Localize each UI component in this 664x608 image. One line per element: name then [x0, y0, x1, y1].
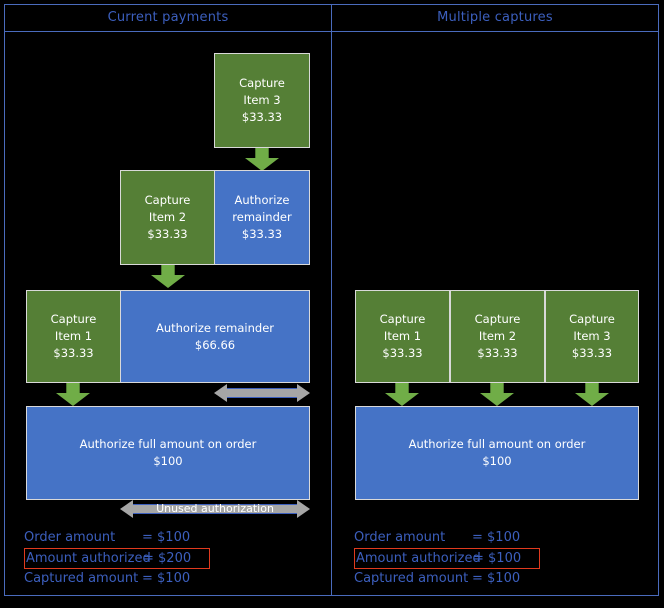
- arrow-left-icon: [120, 500, 133, 518]
- box-line: $33.33: [147, 227, 188, 241]
- box-line: Item 2: [478, 329, 517, 343]
- box-line: $66.66: [194, 337, 236, 352]
- box-line: remainder: [232, 210, 292, 224]
- box-line: Capture: [474, 312, 521, 326]
- box-line: Item 1: [54, 329, 93, 343]
- legend-row-captured-amount: Captured amount= $100: [24, 569, 264, 589]
- arrow-down-icon: [55, 383, 91, 407]
- arrow-down-icon: [479, 383, 515, 407]
- box-line: $100: [482, 454, 512, 468]
- legend-value: = $200: [143, 551, 192, 566]
- legend-value: = $100: [472, 530, 521, 545]
- panel-title-current-payments: Current payments: [107, 10, 229, 25]
- legend-value: = $100: [142, 571, 191, 586]
- box-line: Capture: [569, 312, 615, 326]
- arrow-right-icon: [297, 384, 310, 402]
- arrow-down-icon: [150, 265, 186, 289]
- right-box-authorize-full-amount: Authorize full amount on order $100: [355, 406, 639, 500]
- box-line: Authorize full amount on order: [79, 437, 257, 451]
- box-line: $33.33: [382, 346, 423, 360]
- arrow-bar: [227, 388, 297, 398]
- legend-label: Amount authorized: [26, 551, 151, 566]
- legend-label: Order amount: [24, 530, 116, 545]
- legend-value: = $100: [142, 530, 191, 545]
- legend-row-order-amount: Order amount = $100: [24, 528, 264, 548]
- legend-row-captured-amount: Captured amount= $100: [354, 569, 594, 589]
- legend-label: Captured amount: [24, 571, 139, 586]
- right-box-capture-item-1: Capture Item 1 $33.33: [355, 290, 450, 383]
- left-summary-legend: Order amount = $100 Amount authorized= $2…: [24, 528, 264, 589]
- unused-authorization-arrow-top: [214, 384, 310, 402]
- arrow-down-icon: [384, 383, 420, 407]
- box-line: Authorize: [234, 193, 290, 207]
- arrow-left-icon: [214, 384, 227, 402]
- arrow-down-icon: [574, 383, 610, 407]
- panel-title-multiple-captures: Multiple captures: [437, 10, 553, 25]
- box-line: $33.33: [477, 346, 518, 360]
- box-line: Capture: [50, 312, 97, 326]
- arrow-down-icon: [244, 148, 280, 172]
- right-summary-legend: Order amount= $100 Amount authorized= $1…: [354, 528, 594, 589]
- left-box-capture-item-2: Capture Item 2 $33.33: [120, 170, 215, 265]
- legend-value: = $100: [473, 551, 522, 566]
- box-line: $33.33: [571, 346, 613, 360]
- panel-divider: [331, 4, 332, 596]
- box-line: Item 1: [383, 329, 422, 343]
- box-line: $100: [153, 454, 183, 468]
- unused-authorization-label: Unused authorization: [156, 502, 274, 515]
- legend-row-amount-authorized: Amount authorized= $100: [354, 548, 540, 569]
- box-line: $33.33: [53, 346, 94, 360]
- legend-row-amount-authorized: Amount authorized= $200: [24, 548, 210, 569]
- box-line: Capture: [239, 76, 285, 90]
- arrow-right-icon: [297, 500, 310, 518]
- legend-label: Captured amount: [354, 571, 469, 586]
- left-box-authorize-remainder-33: Authorize remainder $33.33: [214, 170, 310, 265]
- arrow-bar: Unused authorization: [133, 502, 297, 515]
- left-box-capture-item-1: Capture Item 1 $33.33: [26, 290, 121, 383]
- box-line: Authorize remainder: [155, 320, 275, 335]
- legend-label: Order amount: [354, 530, 446, 545]
- box-line: Item 3: [243, 93, 281, 107]
- unused-authorization-arrow: Unused authorization: [120, 500, 310, 518]
- legend-label: Amount authorized: [356, 551, 481, 566]
- legend-value: = $100: [472, 571, 521, 586]
- legend-row-order-amount: Order amount = $100: [354, 528, 594, 548]
- left-box-capture-item-3: Capture Item 3 $33.33: [214, 53, 310, 148]
- box-line: Capture: [379, 312, 426, 326]
- box-line: Item 3: [573, 329, 611, 343]
- right-box-capture-item-2: Capture Item 2 $33.33: [450, 290, 545, 383]
- box-line: $33.33: [241, 227, 283, 241]
- left-box-authorize-full-amount: Authorize full amount on order $100: [26, 406, 310, 500]
- box-line: Item 2: [148, 210, 187, 224]
- box-line: $33.33: [241, 110, 283, 124]
- box-line: Authorize full amount on order: [408, 437, 586, 451]
- left-box-authorize-remainder-66: Authorize remainder $66.66: [120, 290, 310, 383]
- right-box-capture-item-3: Capture Item 3 $33.33: [545, 290, 639, 383]
- box-line: Capture: [144, 193, 191, 207]
